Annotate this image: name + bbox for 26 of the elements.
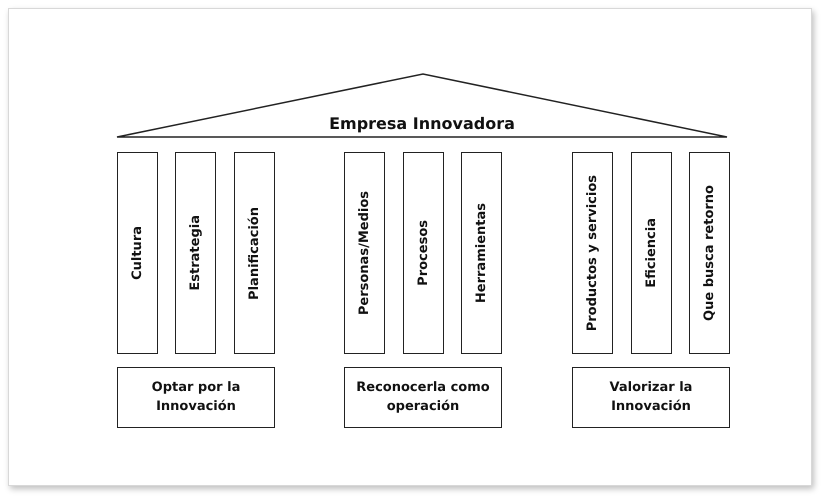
base-label: Optar por la Innovación bbox=[150, 378, 242, 416]
pillar-box bbox=[344, 152, 385, 354]
pillar-box bbox=[117, 152, 158, 354]
pillar-box bbox=[403, 152, 444, 354]
base-label: Valorizar la Innovación bbox=[608, 378, 694, 416]
pillar-label: Productos y servicios bbox=[584, 174, 601, 332]
pillar-box bbox=[234, 152, 275, 354]
roof-title: Empresa Innovadora bbox=[329, 113, 515, 135]
pillar-label: Cultura bbox=[128, 226, 146, 280]
pillar-label: Planificación bbox=[246, 206, 263, 300]
base-box bbox=[344, 367, 502, 428]
pillar-box bbox=[461, 152, 502, 354]
pillar-box bbox=[572, 152, 613, 354]
base-label: Reconocerla como operación bbox=[355, 378, 491, 416]
pillar-label: Procesos bbox=[414, 220, 432, 286]
pillar-label: Que busca retorno bbox=[700, 185, 718, 321]
pillar-label: Personas/Medios bbox=[356, 190, 373, 316]
roof-triangle bbox=[116, 73, 728, 139]
pillar-box bbox=[175, 152, 216, 354]
pillar-label: Eficiencia bbox=[642, 218, 660, 288]
pillar-box bbox=[689, 152, 730, 354]
base-box bbox=[572, 367, 730, 428]
base-box bbox=[117, 367, 275, 428]
pillar-label: Estrategia bbox=[186, 215, 204, 291]
pillar-label: Herramientas bbox=[472, 202, 490, 304]
pillar-box bbox=[631, 152, 672, 354]
